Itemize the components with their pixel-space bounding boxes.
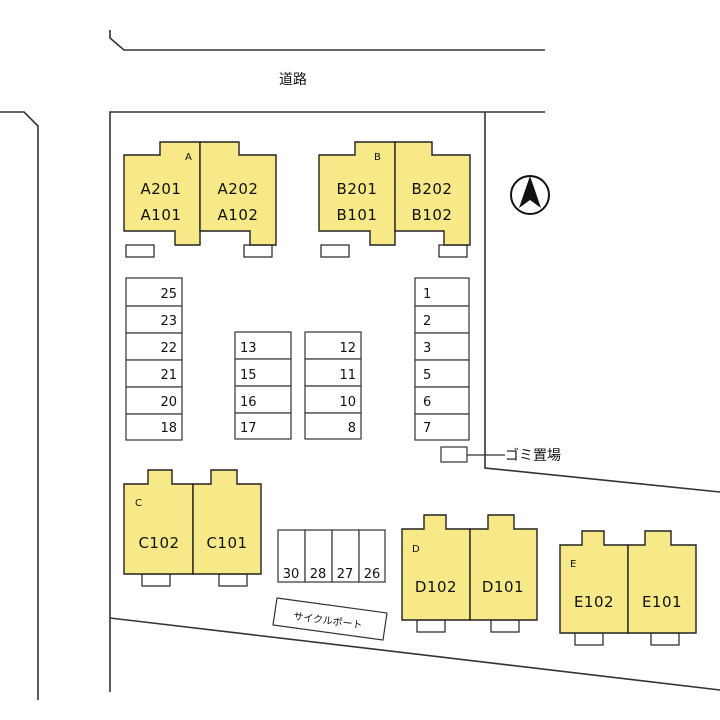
- unit-b102: B102: [412, 206, 453, 224]
- building-a-letter: A: [185, 152, 192, 163]
- lot-boundary-bottom: [109, 617, 720, 691]
- unit-c102: C102: [138, 534, 179, 552]
- parking-space-label: 20: [160, 395, 177, 410]
- parking-space-label: 15: [240, 368, 257, 383]
- parking-space-label: 5: [423, 368, 431, 383]
- parking-space-label: 3: [423, 341, 431, 356]
- unit-b202: B202: [412, 180, 453, 198]
- building-b-letter: B: [374, 152, 381, 163]
- building-e-letter: E: [570, 559, 576, 570]
- parking-space-label: 18: [160, 421, 177, 436]
- road-top-line: [109, 30, 545, 51]
- building-b: B B201 B101 B202 B102: [318, 141, 471, 258]
- parking-space-label: 26: [364, 567, 381, 582]
- unit-b101: B101: [337, 206, 378, 224]
- building-c: C C102 C101: [123, 469, 262, 587]
- parking-space-label: 11: [339, 368, 356, 383]
- garbage-area: ゴミ置場: [440, 446, 561, 464]
- lot-boundary: [109, 111, 545, 692]
- road-left-line: [0, 111, 39, 700]
- parking-space-label: 13: [240, 341, 257, 356]
- unit-c101: C101: [206, 534, 247, 552]
- unit-a202: A202: [218, 180, 259, 198]
- parking-space-label: 1: [423, 287, 431, 302]
- unit-d102: D102: [415, 578, 457, 596]
- parking-space-label: 23: [160, 314, 177, 329]
- parking-center-left: 13 15 16 17: [234, 331, 292, 440]
- unit-e101: E101: [642, 593, 682, 611]
- parking-center-right: 12 11 10 8: [304, 331, 362, 440]
- parking-bottom: 30 28 27 26: [277, 529, 386, 583]
- building-e: E E102 E101: [559, 530, 697, 646]
- cycle-port: サイクルポート: [272, 597, 388, 641]
- parking-space-label: 10: [339, 395, 356, 410]
- parking-right: 1 2 3 5 6 7: [414, 277, 470, 441]
- building-d-letter: D: [412, 544, 420, 555]
- unit-d101: D101: [482, 578, 524, 596]
- parking-left: 25 23 22 21 20 18: [125, 277, 183, 441]
- parking-space-label: 8: [348, 421, 356, 436]
- unit-a102: A102: [218, 206, 259, 224]
- parking-space-label: 17: [240, 421, 257, 436]
- unit-b201: B201: [337, 180, 378, 198]
- building-d: D D102 D101: [401, 514, 538, 633]
- unit-a101: A101: [141, 206, 182, 224]
- building-a: A A201 A101 A202 A102: [123, 141, 277, 258]
- parking-space-label: 7: [423, 421, 431, 436]
- garbage-label: ゴミ置場: [505, 447, 561, 464]
- parking-space-label: 6: [423, 395, 431, 410]
- parking-space-label: 30: [283, 567, 300, 582]
- parking-space-label: 16: [240, 395, 257, 410]
- parking-space-label: 28: [310, 567, 327, 582]
- building-c-letter: C: [135, 498, 142, 509]
- north-arrow-icon: [510, 175, 550, 215]
- unit-e102: E102: [574, 593, 614, 611]
- parking-space-label: 21: [160, 368, 177, 383]
- lot-boundary-right: [484, 112, 720, 493]
- parking-space-label: 22: [160, 341, 177, 356]
- parking-space-label: 12: [339, 341, 356, 356]
- road-label: 道路: [279, 72, 307, 88]
- parking-space-label: 2: [423, 314, 431, 329]
- parking-space-label: 27: [337, 567, 354, 582]
- parking-space-label: 25: [160, 287, 177, 302]
- unit-a201: A201: [141, 180, 182, 198]
